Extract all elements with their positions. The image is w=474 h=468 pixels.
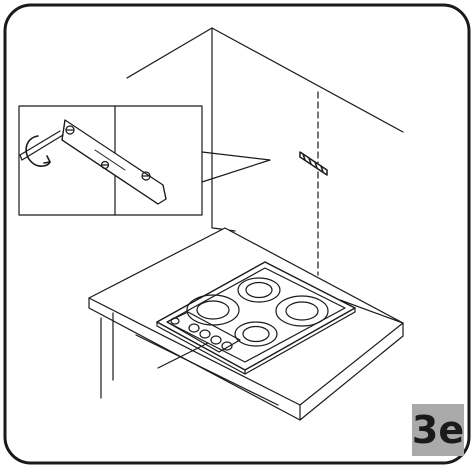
callout-pointer bbox=[201, 151, 271, 183]
screw-icon bbox=[65, 125, 151, 181]
left-ceiling-line bbox=[126, 27, 213, 79]
hob-inner-frame bbox=[166, 267, 346, 363]
detail-inset bbox=[18, 105, 203, 216]
step-badge-background bbox=[412, 404, 464, 456]
screwdriver-icon bbox=[19, 130, 64, 167]
room-walls bbox=[126, 27, 404, 232]
step-label: 3e bbox=[412, 408, 464, 452]
right-ceiling-line bbox=[211, 27, 404, 133]
cabinet-front-line bbox=[135, 334, 279, 406]
hob-control-strip bbox=[166, 311, 241, 353]
leader-lines bbox=[157, 299, 404, 369]
wall-bracket-icon bbox=[299, 151, 328, 176]
control-knob-icon bbox=[170, 317, 233, 351]
step-badge: 3e bbox=[412, 404, 464, 456]
hob bbox=[156, 261, 356, 375]
